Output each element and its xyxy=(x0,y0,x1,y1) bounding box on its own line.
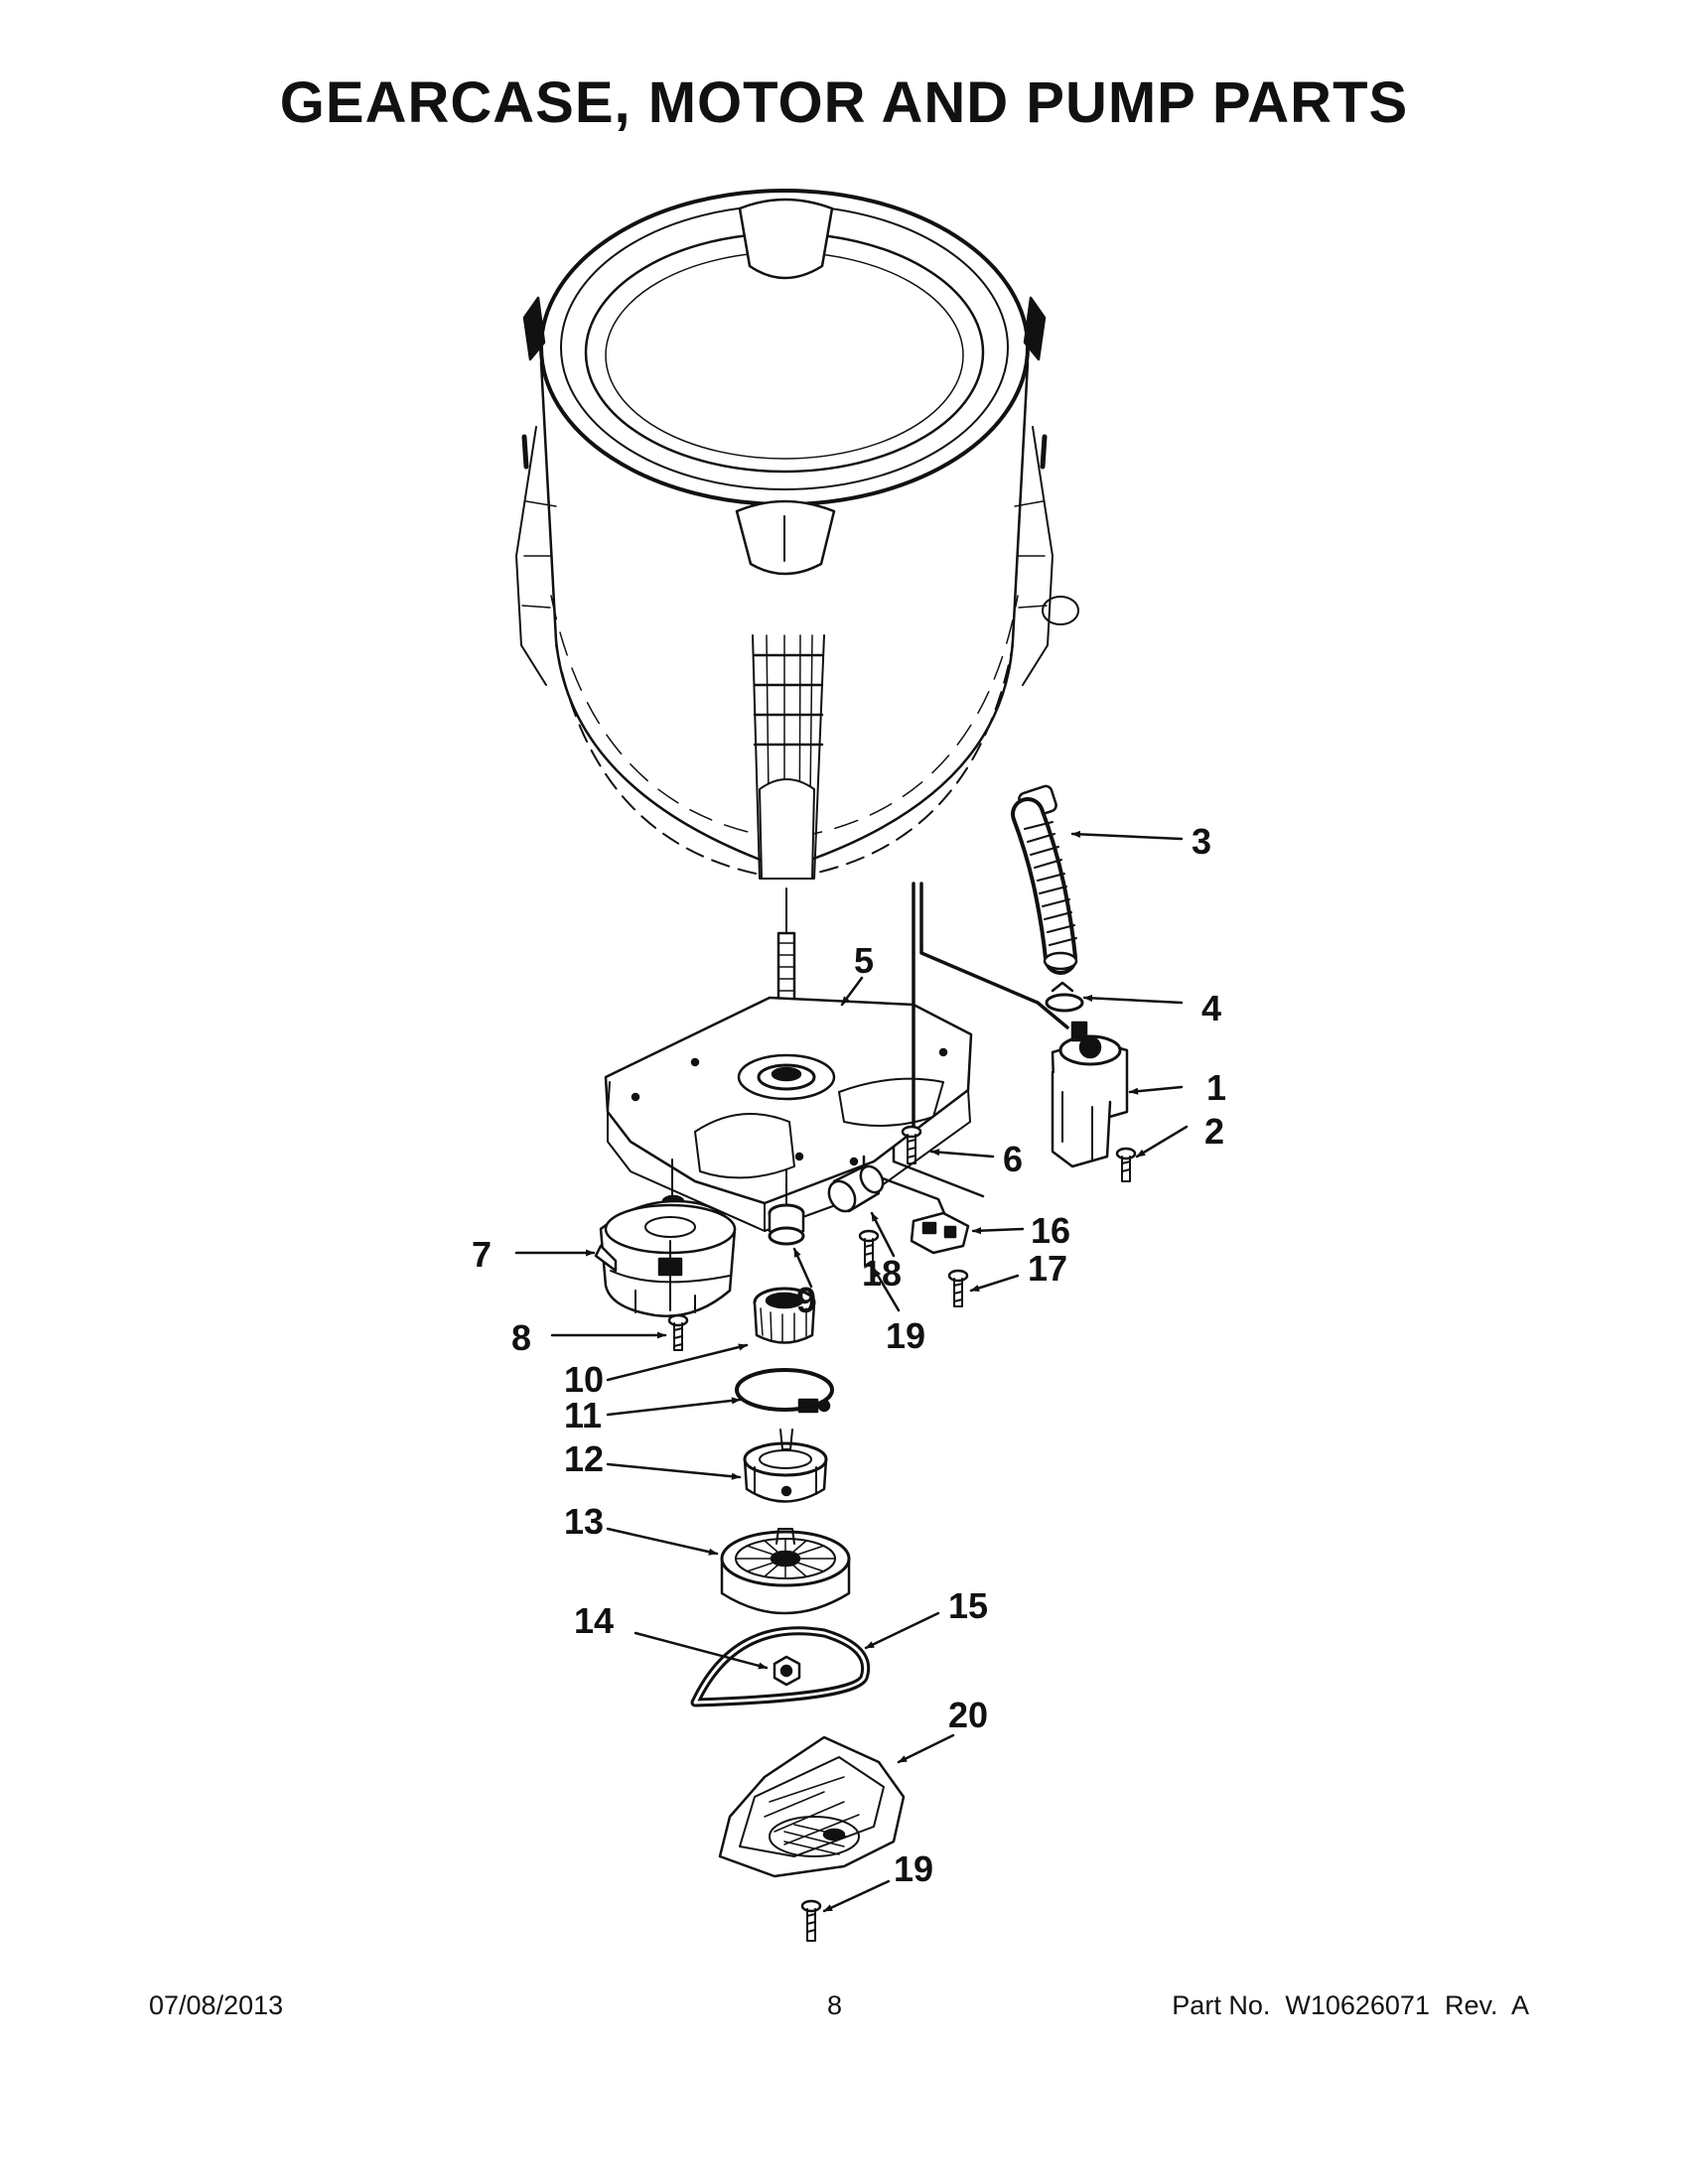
callout-20: 20 xyxy=(948,1695,988,1735)
callout-1: 1 xyxy=(1206,1067,1226,1108)
callout-15: 15 xyxy=(948,1585,988,1626)
screw-item-17 xyxy=(947,1269,969,1307)
callout-11: 11 xyxy=(564,1395,602,1435)
callout-2: 2 xyxy=(1204,1111,1224,1152)
pulley xyxy=(720,1528,851,1615)
callout-19-lower: 19 xyxy=(894,1848,933,1889)
callout-7: 7 xyxy=(472,1234,492,1275)
page-title: GEARCASE, MOTOR AND PUMP PARTS xyxy=(279,70,1409,135)
lid-switch xyxy=(910,1211,970,1255)
callout-16: 16 xyxy=(1031,1210,1070,1251)
drain-pump xyxy=(1051,1021,1129,1168)
callout-3: 3 xyxy=(1192,821,1211,862)
screw-item-8 xyxy=(667,1313,689,1351)
hose-clamp xyxy=(1045,981,1084,1013)
screw-item-19-lower xyxy=(800,1899,822,1942)
drain-hose xyxy=(1011,784,1078,975)
callout-13: 13 xyxy=(564,1501,604,1542)
callout-5: 5 xyxy=(854,940,874,981)
leader-arrows xyxy=(514,830,1189,1913)
seal xyxy=(768,1168,805,1246)
callout-14: 14 xyxy=(574,1600,614,1641)
footer-part-number: Part No. W10626071 Rev. A xyxy=(1172,1990,1529,2020)
pump-shield xyxy=(718,1735,906,1878)
belt xyxy=(690,1626,870,1707)
callout-18: 18 xyxy=(862,1253,902,1294)
footer-date: 07/08/2013 xyxy=(149,1990,284,2020)
screw-item-2 xyxy=(1115,1147,1137,1182)
callout-17: 17 xyxy=(1028,1248,1067,1289)
callout-10: 10 xyxy=(564,1359,604,1400)
callout-6: 6 xyxy=(1003,1139,1023,1179)
clamp-ring xyxy=(735,1368,834,1414)
callout-19-upper: 19 xyxy=(886,1315,925,1356)
cam xyxy=(743,1429,828,1503)
screw-item-19-upper xyxy=(858,1229,880,1267)
gearcase xyxy=(604,996,973,1232)
callout-labels: 1 2 3 4 5 6 7 8 9 10 11 12 13 14 15 16 1… xyxy=(472,821,1226,1889)
callout-9: 9 xyxy=(796,1280,816,1320)
capacitor xyxy=(827,1164,885,1213)
hub xyxy=(753,1287,816,1344)
nut xyxy=(773,1655,801,1687)
callout-8: 8 xyxy=(511,1317,531,1358)
screw-item-6 xyxy=(901,1125,922,1164)
callout-4: 4 xyxy=(1201,988,1221,1028)
motor xyxy=(594,1159,737,1317)
callout-12: 12 xyxy=(564,1438,604,1479)
footer-page-number: 8 xyxy=(827,1990,843,2020)
tub xyxy=(515,189,1079,880)
